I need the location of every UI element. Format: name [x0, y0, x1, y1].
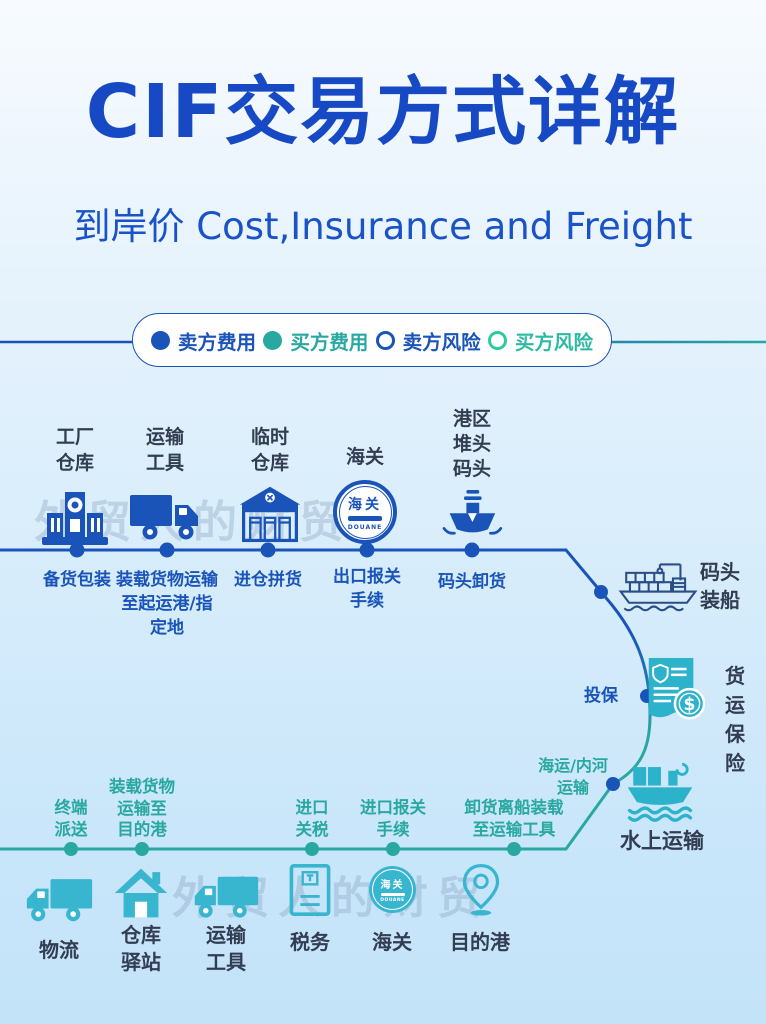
water-transport-label: 水上运输 — [620, 829, 704, 853]
location-pin-icon — [462, 863, 500, 916]
cargo-insurance-label: 货运 保险 — [725, 664, 745, 775]
logistics-label: 物流 — [39, 938, 79, 962]
transport-tool-label: 运输 工具 — [206, 923, 246, 974]
page-title: CIF交易方式详解 — [85, 69, 681, 155]
customs-stamp-fr: DOUANE — [347, 523, 383, 531]
customs-stamp-icon: 海关 DOUANE — [333, 480, 397, 544]
step-terminal-delivery: 终端 派送 — [54, 798, 88, 839]
station-customs-label: 海关 — [345, 446, 385, 468]
station-port-dock-label: 港区 堆头 码头 — [452, 408, 492, 480]
legend: 卖方费用 买方费用 卖方风险 买方风险 — [132, 313, 612, 367]
delivery-truck-icon — [26, 879, 93, 922]
legend-item-buyer-risk: 买方风险 — [487, 326, 593, 355]
stamp-bar — [380, 893, 405, 896]
step-load-to-destination-port: 装载货物 运输至 目的港 — [109, 777, 175, 839]
step-prepare-packaging: 备货包装 — [43, 570, 111, 590]
customs-label: 海关 — [372, 930, 412, 954]
customs-stamp-fr: DOUANE — [380, 898, 405, 903]
loading-ship-icon — [618, 563, 698, 612]
step-export-declaration: 出口报关 手续 — [333, 567, 401, 611]
house-icon — [114, 868, 168, 918]
truck-icon — [194, 876, 259, 918]
step-import-declaration: 进口报关 手续 — [360, 798, 426, 839]
tax-document-icon — [289, 863, 331, 917]
customs-stamp-zh: 海关 — [380, 880, 405, 891]
step-sea-inland-transport: 海运/内河 运输 — [538, 756, 608, 797]
tax-label: 税务 — [290, 930, 330, 954]
port-ship-icon — [442, 490, 503, 535]
page-subtitle: 到岸价 Cost,Insurance and Freight — [73, 205, 693, 248]
seller-risk-circle-icon — [375, 330, 395, 350]
legend-item-buyer-cost: 买方费用 — [263, 326, 368, 355]
warehouse-station-label: 仓库 驿站 — [121, 923, 161, 974]
step-insure: 投保 — [584, 686, 618, 706]
seller-cost-dot-icon — [151, 330, 170, 350]
stamp-bar — [348, 516, 382, 521]
step-load-to-departure-port: 装载货物运输 至起运港/指 定地 — [116, 570, 218, 638]
legend-item-seller-cost: 卖方费用 — [151, 326, 256, 355]
truck-icon — [130, 495, 198, 540]
step-unload-to-transport: 卸货离船装载 至运输工具 — [464, 798, 564, 839]
insurance-icon: $ — [648, 658, 705, 720]
customs-stamp-zh: 海关 — [348, 496, 382, 513]
station-temp-warehouse-label: 临时 仓库 — [250, 426, 290, 474]
step-dock-unloading: 码头卸货 — [438, 572, 506, 592]
factory-icon — [42, 492, 108, 545]
legend-label: 卖方风险 — [402, 330, 481, 354]
step-import-duty: 进口 关税 — [295, 798, 329, 839]
cargo-ship-icon — [627, 762, 693, 822]
buyer-risk-circle-icon — [487, 330, 507, 350]
station-transport-label: 运输 工具 — [145, 426, 185, 474]
legend-label: 买方风险 — [514, 330, 593, 354]
legend-label: 买方费用 — [290, 330, 369, 354]
dock-loading-label: 码头 装船 — [700, 560, 740, 612]
step-warehouse-consolidation: 进仓拼货 — [234, 570, 302, 590]
customs-stamp-icon: 海关 DOUANE — [369, 866, 416, 913]
station-factory-warehouse-label: 工厂 仓库 — [55, 426, 95, 474]
buyer-cost-dot-icon — [263, 330, 283, 350]
legend-item-seller-risk: 卖方风险 — [375, 326, 481, 355]
destination-port-label: 目的港 — [450, 930, 510, 954]
svg-text:$: $ — [683, 695, 695, 715]
legend-label: 卖方费用 — [178, 330, 257, 354]
warehouse-icon — [239, 486, 301, 543]
